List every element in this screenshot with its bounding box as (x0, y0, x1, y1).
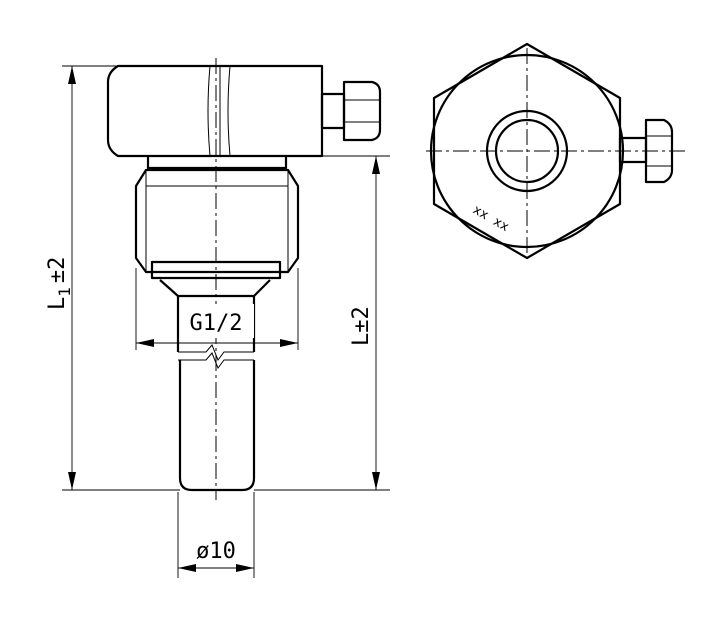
dim-diameter-label: ø10 (196, 539, 236, 564)
thread-taper (159, 279, 271, 298)
dim-l1-subscript: 1 (55, 287, 74, 297)
top-view: xx xx (426, 42, 686, 260)
svg-text:L1±2: L1 ±2 (45, 257, 74, 310)
hex-head-edge-curve-2 (227, 65, 231, 157)
thread-body (134, 168, 300, 274)
dim-l1-base: L (45, 297, 70, 310)
dim-thread-label: G1/2 (190, 311, 243, 336)
extension-lines (62, 65, 390, 578)
dimension-diameter: ø10 (178, 539, 254, 572)
top-side-screw (618, 118, 674, 184)
break-symbol (178, 344, 254, 362)
hex-head-outline (106, 64, 324, 158)
side-screw (320, 80, 382, 142)
lower-stem (178, 360, 256, 492)
dimension-l1: L1 ±2 (45, 66, 76, 490)
neck (146, 156, 288, 170)
dimension-l: L±2 (349, 156, 380, 490)
dimension-thread: G1/2 (136, 304, 298, 347)
marking-text: xx xx (470, 202, 512, 235)
hex-head-edge-curve (207, 65, 211, 157)
dim-l1-tolerance: ±2 (45, 257, 70, 284)
dim-l-label: L±2 (349, 306, 374, 346)
side-view (106, 58, 382, 500)
